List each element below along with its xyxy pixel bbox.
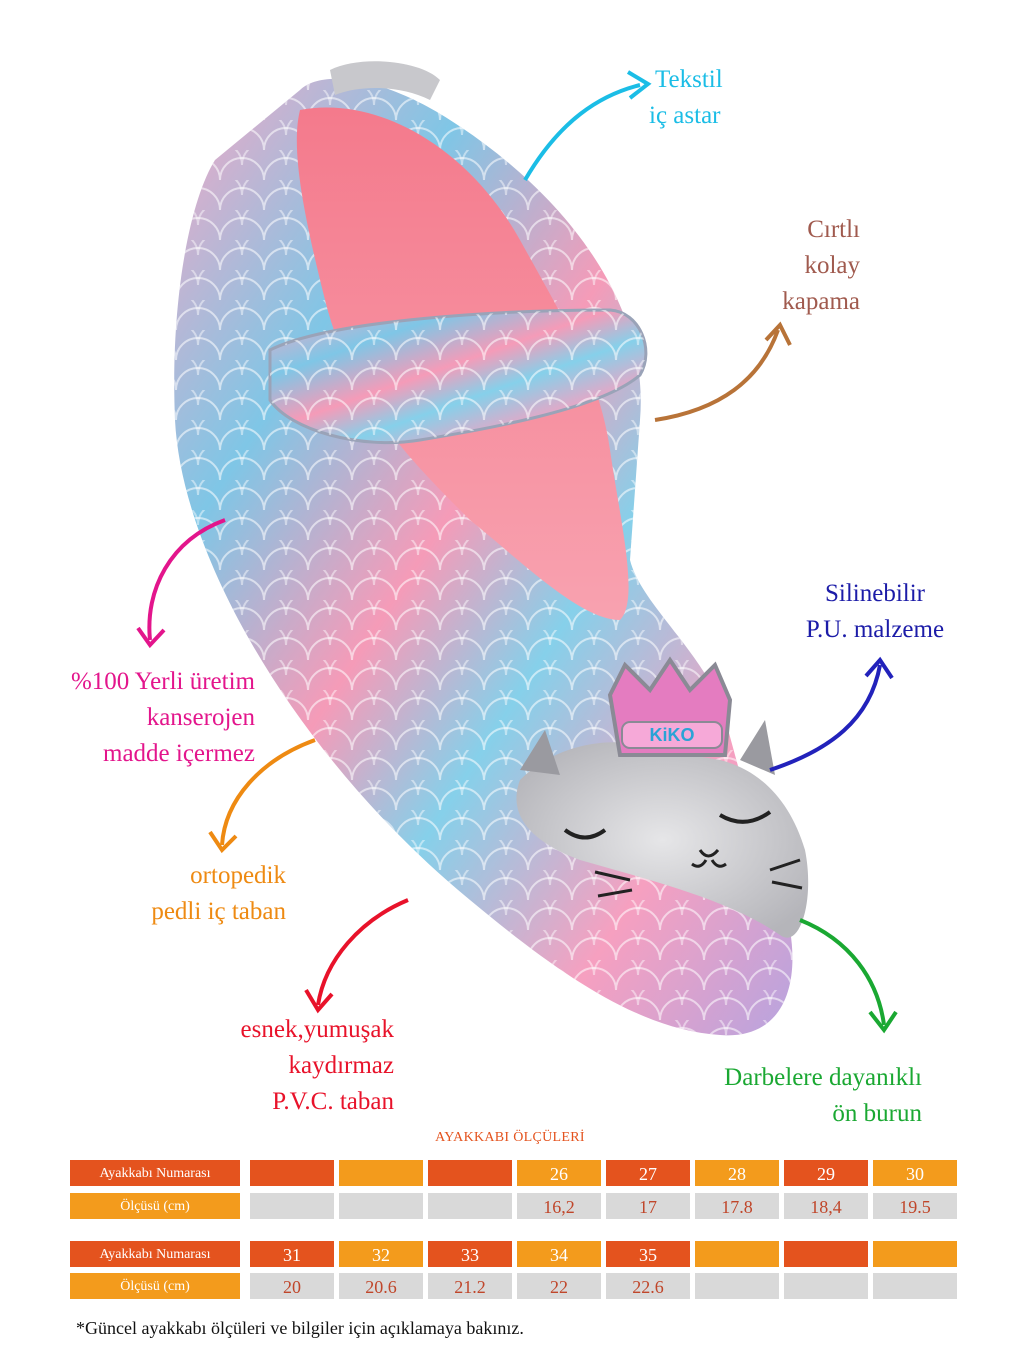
size-cell: 32 [339, 1241, 423, 1267]
callout-esnek-line2: kaydırmaz [288, 1052, 394, 1079]
callout-silinebilir: Silinebilir P.U. malzeme [795, 576, 955, 648]
size-row-header: Ayakkabı Numarası [70, 1160, 240, 1186]
callout-darbe-line1: Darbelere dayanıklı [724, 1064, 922, 1091]
size-cell [428, 1160, 512, 1186]
size-cell: 29 [784, 1160, 868, 1186]
measure-cell: 16,2 [517, 1193, 601, 1219]
callout-cirtli: Cırtlı kolay kapama [782, 212, 860, 320]
measure-cell: 21.2 [428, 1273, 512, 1299]
measure-cell: 20.6 [339, 1273, 423, 1299]
size-cell: 35 [606, 1241, 690, 1267]
size-cell [784, 1241, 868, 1267]
callout-cirtli-line3: kapama [782, 288, 860, 315]
size-cell [339, 1160, 423, 1186]
measure-cell [250, 1193, 334, 1219]
measure-cell: 19.5 [873, 1193, 957, 1219]
badge-text: KiKO [650, 725, 695, 745]
callout-ortopedik: ortopedik pedli iç taban [151, 858, 286, 930]
measure-cell [784, 1273, 868, 1299]
measure-cell: 17.8 [695, 1193, 779, 1219]
callout-yerli-line2: kanserojen [146, 704, 255, 731]
callout-darbe: Darbelere dayanıklı ön burun [724, 1060, 922, 1132]
callout-yerli-line1: %100 Yerli üretim [70, 668, 255, 695]
callout-yerli-line3: madde içermez [103, 740, 255, 767]
measure-cell: 20 [250, 1273, 334, 1299]
callout-silinebilir-line1: Silinebilir [825, 580, 925, 607]
callout-esnek-line1: esnek,yumuşak [240, 1016, 394, 1043]
size-cell [250, 1160, 334, 1186]
measure-row-header: Ölçüsü (cm) [70, 1273, 240, 1299]
callout-arrows [136, 70, 898, 1034]
callout-cirtli-line1: Cırtlı [807, 216, 860, 243]
callout-ortopedik-line1: ortopedik [190, 862, 286, 889]
size-cell: 26 [517, 1160, 601, 1186]
callout-ortopedik-line2: pedli iç taban [151, 898, 286, 925]
size-cell [873, 1241, 957, 1267]
arrow-esnek [316, 898, 409, 1006]
measure-cell: 18,4 [784, 1193, 868, 1219]
measure-cell [873, 1273, 957, 1299]
arrow-yerli [147, 518, 226, 641]
shoe-illustration: KiKO [174, 61, 809, 1036]
size-cell: 27 [606, 1160, 690, 1186]
size-cell: 34 [517, 1241, 601, 1267]
callout-tekstil-line1: Tekstil [655, 66, 723, 93]
measure-cell [695, 1273, 779, 1299]
arrow-tekstil [523, 83, 641, 182]
callout-cirtli-line2: kolay [804, 252, 860, 279]
callout-yerli: %100 Yerli üretim kanserojen madde içerm… [71, 664, 255, 772]
measure-row-header: Ölçüsü (cm) [70, 1193, 240, 1219]
measure-cell: 17 [606, 1193, 690, 1219]
callout-tekstil-line2: iç astar [649, 102, 721, 129]
size-cell [695, 1241, 779, 1267]
callout-tekstil: Tekstil iç astar [649, 62, 723, 134]
arrow-ortopedik [220, 738, 316, 846]
arrow-darbe [799, 918, 886, 1026]
callout-esnek-line3: P.V.C. taban [272, 1088, 394, 1115]
measure-cell [428, 1193, 512, 1219]
footnote: *Güncel ayakkabı ölçüleri ve bilgiler iç… [76, 1318, 524, 1338]
measure-cell: 22 [517, 1273, 601, 1299]
callout-darbe-line2: ön burun [832, 1100, 922, 1127]
size-cell: 33 [428, 1241, 512, 1267]
measure-cell: 22.6 [606, 1273, 690, 1299]
arrow-cirtli [654, 329, 780, 422]
size-cell: 31 [250, 1241, 334, 1267]
callout-silinebilir-line2: P.U. malzeme [805, 616, 945, 643]
size-table-title: AYAKKABI ÖLÇÜLERİ [435, 1130, 585, 1145]
callout-esnek: esnek,yumuşak kaydırmaz P.V.C. taban [241, 1012, 394, 1120]
cat-toe-cap [516, 742, 809, 938]
size-cell: 30 [873, 1160, 957, 1186]
size-cell: 28 [695, 1160, 779, 1186]
arrow-silinebilir [769, 664, 882, 772]
measure-cell [339, 1193, 423, 1219]
size-row-header: Ayakkabı Numarası [70, 1241, 240, 1267]
